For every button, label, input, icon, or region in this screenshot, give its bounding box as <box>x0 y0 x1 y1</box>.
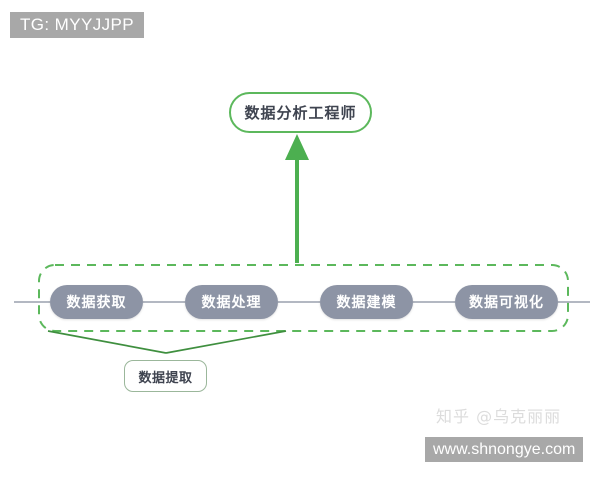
role-node-label: 数据分析工程师 <box>244 104 357 122</box>
group-label-box[interactable]: 数据提取 <box>124 360 207 392</box>
zhihu-watermark: 知乎 @乌克丽丽 <box>436 407 562 426</box>
pipeline-stage-4-label: 数据可视化 <box>469 295 544 311</box>
group-bracket <box>47 330 287 354</box>
up-arrow-head <box>285 134 309 160</box>
bracket-left-arm <box>47 330 167 354</box>
pipeline-stage-1-label: 数据获取 <box>66 295 127 311</box>
pipeline-stage-2[interactable]: 数据处理 <box>185 285 278 319</box>
pipeline-stage-2-label: 数据处理 <box>201 295 262 311</box>
tg-watermark-tag: TG: MYYJJPP <box>10 12 144 38</box>
role-node[interactable]: 数据分析工程师 <box>229 92 372 133</box>
site-watermark-tag: www.shnongye.com <box>425 437 584 462</box>
pipeline-stage-3[interactable]: 数据建模 <box>320 285 413 319</box>
pipeline-stage-3-label: 数据建模 <box>336 295 397 311</box>
bracket-right-arm <box>165 330 287 354</box>
pipeline-stage-1[interactable]: 数据获取 <box>50 285 143 319</box>
pipeline-stage-4[interactable]: 数据可视化 <box>455 285 558 319</box>
up-arrow <box>285 134 309 263</box>
group-label-text: 数据提取 <box>138 370 193 386</box>
